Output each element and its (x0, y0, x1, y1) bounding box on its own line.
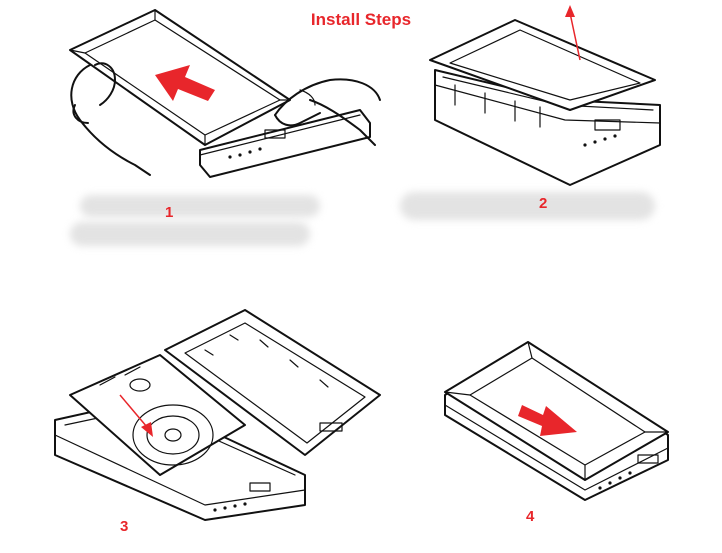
step-3-number: 3 (120, 518, 129, 535)
step-2-number: 2 (539, 195, 548, 212)
lift-arrow-icon (569, 12, 581, 61)
step-3-illustration (45, 305, 385, 521)
close-arrow-icon (518, 405, 577, 436)
step-1-caption-blur-2 (70, 222, 310, 246)
step-1-caption-blur (80, 195, 320, 217)
step-2-caption-blur (400, 192, 655, 220)
step-2-illustration (425, 5, 685, 186)
step-1-number: 1 (165, 204, 174, 221)
step-4-illustration (440, 340, 672, 505)
slide-arrow-icon (155, 65, 215, 101)
step-4-number: 4 (526, 508, 535, 525)
page-title: Install Steps (310, 10, 412, 29)
insert-arrow-icon (119, 394, 148, 428)
step-1-illustration (60, 5, 390, 185)
